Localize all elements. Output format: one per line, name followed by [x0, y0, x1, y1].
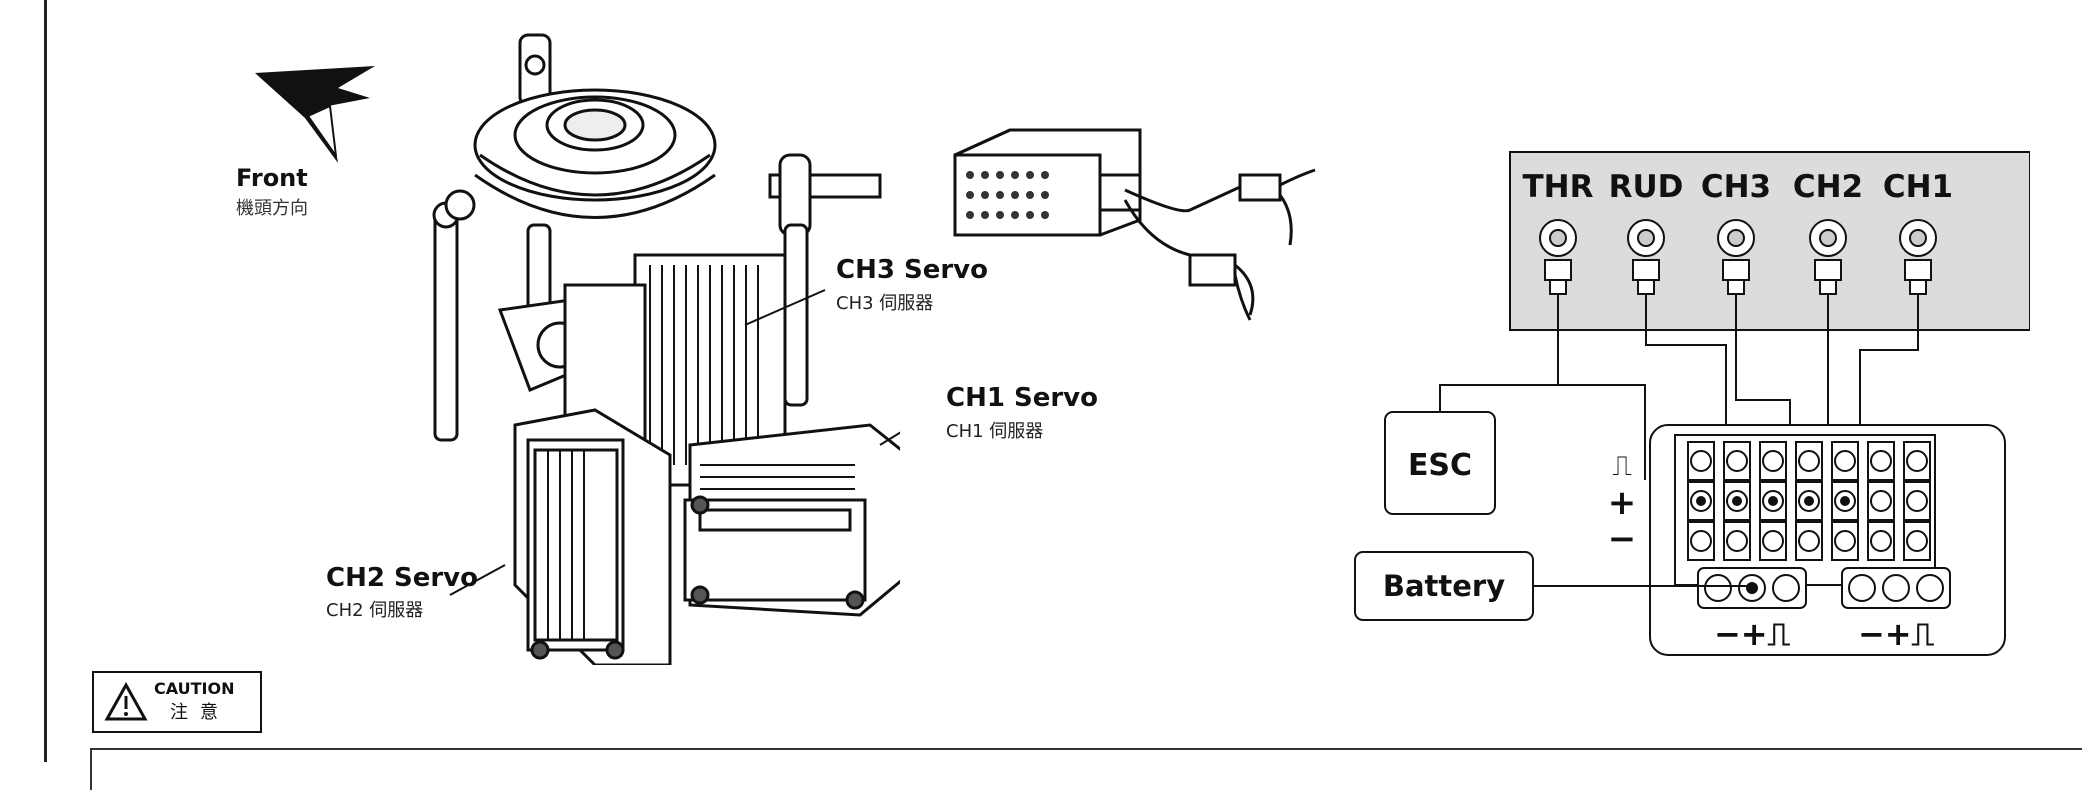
caution-badge: CAUTION 注意: [92, 671, 262, 733]
swashplate-servo-illustration: [432, 33, 900, 665]
ch3-servo-label-zh: CH3 伺服器: [836, 293, 934, 314]
servo-icon: [1717, 219, 1755, 295]
warning-triangle-icon: [104, 682, 148, 721]
plus-symbol: +: [1608, 483, 1637, 523]
ch2-servo-label-zh: CH2 伺服器: [326, 600, 424, 621]
bottom-pin-legend-right: −+⎍: [1858, 615, 1935, 653]
bottom-pin-legend-left: −+⎍: [1714, 615, 1791, 653]
page-margin-line: [44, 0, 47, 762]
arrow-direction-icon: [255, 66, 375, 163]
servo-icon: [1627, 219, 1665, 295]
esc-label: ESC: [1408, 448, 1472, 483]
ch1-servo-label: CH1 Servo: [946, 383, 1098, 413]
bottom-content-box: [90, 748, 2082, 790]
ch2-servo-label: CH2 Servo: [326, 563, 478, 593]
ch3-servo-label: CH3 Servo: [836, 255, 988, 285]
servo-icon: [1899, 219, 1937, 295]
esc-box: [1384, 411, 1496, 515]
servo-icon: [1809, 219, 1847, 295]
front-label-zh: 機頭方向: [236, 198, 308, 219]
caution-zh: 注意: [170, 702, 230, 723]
channel-label-ch2: CH2: [1793, 169, 1863, 205]
channel-label-ch1: CH1: [1883, 169, 1953, 205]
receiver-unit-illustration: [953, 128, 1316, 321]
caution-title: CAUTION: [154, 679, 235, 698]
channel-label-rud: RUD: [1609, 169, 1684, 205]
ch1-servo-label-zh: CH1 伺服器: [946, 421, 1044, 442]
battery-label: Battery: [1383, 569, 1505, 603]
channel-label-ch3: CH3: [1701, 169, 1771, 205]
minus-symbol: −: [1608, 519, 1637, 559]
receiver-panel: [1509, 151, 2030, 331]
channel-label-thr: THR: [1523, 169, 1594, 205]
signal-symbol: ⎍: [1612, 449, 1632, 482]
front-label: Front: [236, 164, 308, 192]
wiring-diagram: THR RUD CH3 CH2 CH1: [1354, 151, 2030, 656]
